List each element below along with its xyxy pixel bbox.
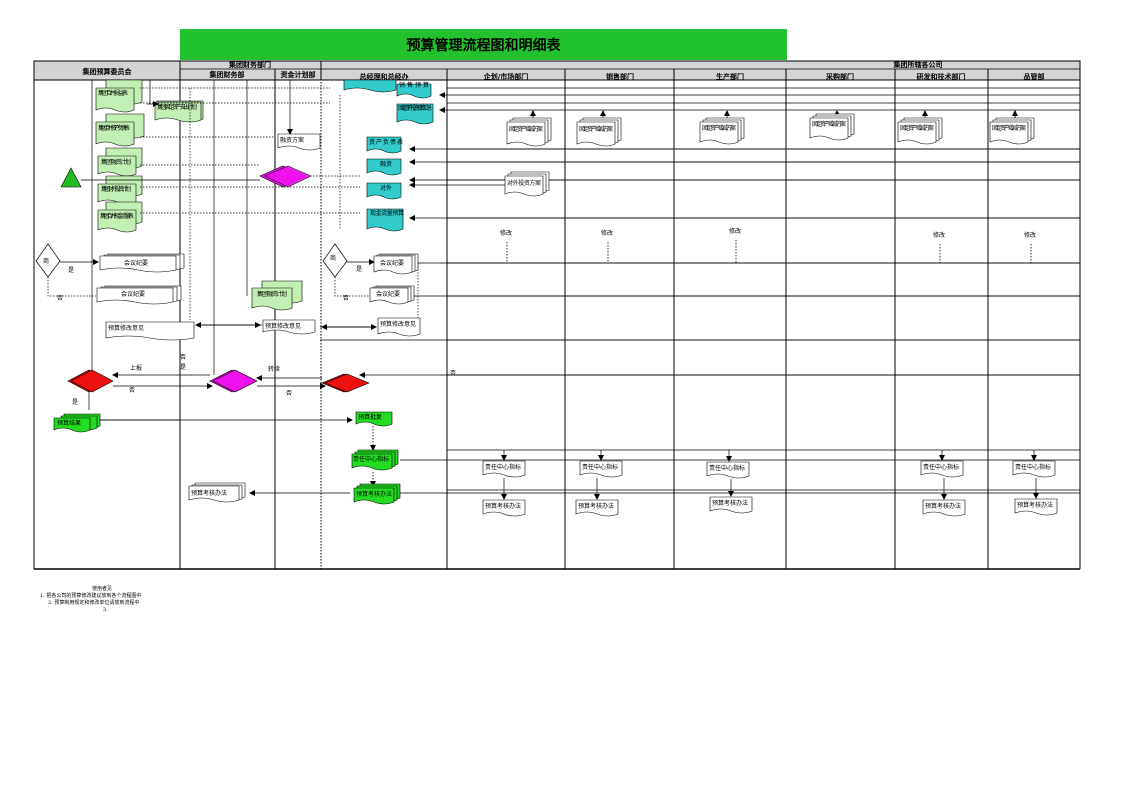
footnotes: 使用者见 1. 把各公司的预算修改建议放到各个流程图中 2. 预算制用规定和修改…: [30, 586, 141, 614]
node-meeting-minutes-2: 会议纪要: [121, 290, 145, 298]
start-triangle-icon[interactable]: [60, 167, 82, 188]
node-fa-plan-purchasing: 固定资产增减方案: [812, 120, 846, 128]
node-group-balance-sheet: 集团合并资产负债表: [98, 124, 130, 132]
modify-planning: 修改: [500, 229, 512, 237]
node-resp-center-index: 责任中心指标: [353, 455, 389, 463]
node-fa-plan-planning: 固定资产增减方案: [509, 125, 543, 133]
header-finance-dept: 集团财务部: [209, 70, 245, 79]
modify-rnd: 修改: [933, 231, 945, 239]
node-meeting-minutes-1: 会议纪要: [124, 259, 148, 267]
node-assess-planning: 预算考核办法: [485, 502, 521, 510]
node-fa-plan-production: 固定资产增减方案: [702, 124, 736, 132]
node-budget-assess-method: 预算考核办法: [356, 490, 392, 498]
node-resp-center-production: 责任中心指标: [709, 464, 745, 472]
label-yes-4: 是: [72, 399, 78, 406]
node-fa-plan-rnd: 固定资产增减方案: [900, 124, 934, 132]
notes-line-3: 3.: [103, 607, 108, 613]
lane-grid: [33, 61, 1081, 570]
node-resp-center-planning: 责任中心指标: [485, 463, 521, 471]
node-group-financing-plan: 集团融资计划: [101, 158, 131, 166]
notes-line-2: 2. 预算制用规定和修改单位请放到流程中: [48, 600, 140, 606]
subsidiary-resp-docs: [482, 460, 1058, 517]
page-title: 预算管理流程图和明细表: [180, 29, 787, 60]
label-yes-1: 是: [68, 267, 74, 274]
decision-committee-label: 商: [43, 257, 49, 265]
header-capital-plan: 资金计划部: [281, 70, 316, 79]
committee-docs: [95, 79, 204, 233]
modify-production: 修改: [729, 227, 741, 235]
header-committee: 集团预算委员会: [82, 67, 133, 76]
node-gm-fixed-asset-summary: 固定资产投资预算汇总: [398, 104, 432, 112]
node-gm-asset-liability: 资产负债表: [369, 138, 403, 146]
node-assess-production: 预算考核办法: [712, 499, 748, 507]
node-group-cash-flow: 集团合并现金流量表: [100, 212, 134, 220]
notes-line-1: 1. 把各公司的预算修改建议放到各个流程图中: [40, 593, 142, 599]
node-budget-proposal: 融资方案: [280, 136, 304, 144]
modify-quality: 修改: [1024, 231, 1036, 239]
header-finance-group: 集团财务部门: [228, 60, 271, 69]
node-gm-cash-budget: 现金流量预算: [370, 209, 404, 217]
label-yes-3: 是: [180, 364, 186, 371]
node-gm-financing: 融资: [380, 160, 392, 168]
label-no-6: 否: [450, 370, 456, 377]
header-rnd: 研发和技术部门: [917, 72, 966, 81]
node-gm-external: 对外: [380, 184, 392, 192]
node-group-invest-plan: 集团对外投资计划: [101, 185, 131, 193]
header-gm-office: 总经理和总经办: [360, 72, 409, 81]
header-production: 生产部门: [716, 72, 744, 81]
node-assess-rnd: 预算考核办法: [925, 502, 961, 510]
node-budget-revision-1: 预算修改意见: [108, 324, 144, 332]
modify-sales: 修改: [601, 229, 613, 237]
fa-plan-docs: [504, 113, 1035, 197]
label-no-4: 否: [129, 387, 135, 394]
node-meeting-minutes-3: 会议纪要: [380, 259, 404, 267]
node-budget-final: 预算结果: [57, 419, 81, 427]
node-resp-center-rnd: 责任中心指标: [923, 463, 959, 471]
header-subsidiaries: 集团所辖各公司: [893, 60, 943, 69]
meeting-docs: [96, 253, 419, 305]
node-meeting-minutes-4: 会议纪要: [376, 290, 400, 298]
node-group-fixed-asset-plan: 集团固定资产支出计划: [157, 103, 197, 111]
node-budget-revision-2: 预算修改意见: [265, 322, 301, 330]
node-assess-sales: 预算考核办法: [578, 502, 614, 510]
header-bar-subsidiaries: [320, 60, 1081, 81]
node-group-income-stmt: 集团合并损益表: [98, 89, 128, 97]
gm-docs: [343, 79, 434, 232]
header-purchasing: 采购部门: [825, 72, 854, 81]
label-no-2: 否: [343, 295, 349, 302]
node-resp-center-quality: 责任中心指标: [1015, 463, 1051, 471]
node-group-financing-plan-2: 集团融资计划: [257, 290, 287, 298]
node-assess-quality: 预算考核办法: [1017, 501, 1053, 509]
node-resp-center-sales: 责任中心指标: [582, 463, 618, 471]
header-sales: 销售部门: [605, 72, 634, 81]
node-fa-plan-sales: 固定资产增减方案: [579, 125, 613, 133]
decision-gm-label: 商: [330, 254, 336, 262]
node-budget-revision-3: 预算修改意见: [380, 320, 416, 328]
node-assess-finance: 预算考核办法: [191, 489, 227, 497]
header-quality: 品管部: [1024, 72, 1045, 81]
node-budget-approved: 预算批复: [358, 413, 382, 421]
label-yes-2: 是: [356, 266, 362, 273]
node-external-invest-plan: 对外投资方案: [507, 179, 541, 187]
label-transfer: 转续: [268, 365, 280, 373]
label-no-3: 否: [180, 354, 186, 361]
node-fa-plan-quality: 固定资产增减方案: [992, 124, 1026, 132]
node-gm-sales-budget: 销售预算: [399, 81, 429, 89]
label-report-up: 上报: [130, 364, 142, 372]
label-no-1: 否: [57, 295, 63, 302]
notes-heading: 使用者见: [92, 586, 113, 592]
header-planning: 企划/市场部门: [483, 72, 529, 81]
label-no-5: 否: [286, 390, 292, 397]
